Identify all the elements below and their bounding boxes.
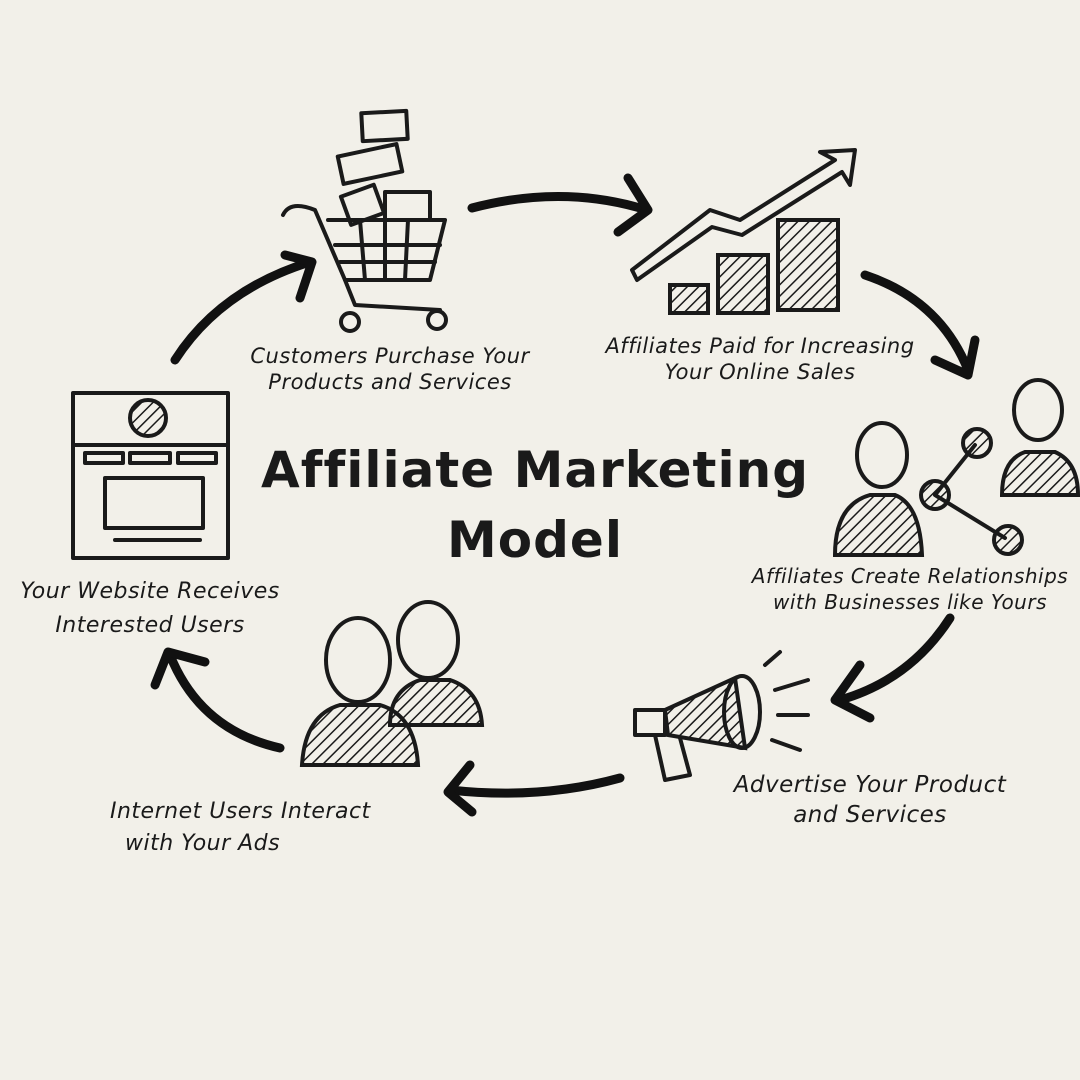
arrow-website-to-cart xyxy=(170,250,317,365)
label-line: Your Website Receives xyxy=(20,579,280,604)
label-line: Affiliates Paid for Increasing xyxy=(605,334,915,358)
label-line: Advertise Your Product xyxy=(733,772,1007,798)
label-line: Your Online Sales xyxy=(664,360,856,384)
diagram-title: Affiliate Marketing Model xyxy=(250,435,820,575)
step-label-customers-purchase: Customers Purchase Your Products and Ser… xyxy=(245,343,535,395)
growth-chart-icon xyxy=(630,148,857,315)
users-icon xyxy=(299,600,485,767)
arrow-cart-to-chart xyxy=(467,173,653,237)
arrow-network-to-megaphone xyxy=(830,613,955,723)
step-label-internet-users: Internet Users Interact with Your Ads xyxy=(110,796,430,860)
step-label-affiliates-relationships: Affiliates Create Relationships with Bus… xyxy=(740,563,1080,615)
label-line: with Your Ads xyxy=(125,831,281,856)
megaphone-icon xyxy=(633,650,810,782)
label-line: Customers Purchase Your xyxy=(250,344,530,368)
shopping-cart-icon xyxy=(281,108,448,333)
step-label-website-receives: Your Website Receives Interested Users xyxy=(0,575,300,643)
title-line-1: Affiliate Marketing xyxy=(261,441,809,499)
website-icon xyxy=(71,391,230,560)
title-line-2: Model xyxy=(447,511,623,569)
label-line: Interested Users xyxy=(55,613,245,638)
label-line: Products and Services xyxy=(268,370,512,394)
label-line: Internet Users Interact xyxy=(110,799,371,824)
step-label-advertise: Advertise Your Product and Services xyxy=(705,770,1035,830)
label-line: with Businesses like Yours xyxy=(773,590,1047,614)
network-people-icon xyxy=(832,378,1080,557)
arrow-megaphone-to-users xyxy=(443,760,625,817)
step-label-affiliates-paid: Affiliates Paid for Increasing Your Onli… xyxy=(600,333,920,385)
label-line: Affiliates Create Relationships xyxy=(751,564,1069,588)
arrow-chart-to-network xyxy=(860,270,980,380)
arrow-users-to-website xyxy=(150,647,285,753)
label-line: and Services xyxy=(793,802,947,828)
